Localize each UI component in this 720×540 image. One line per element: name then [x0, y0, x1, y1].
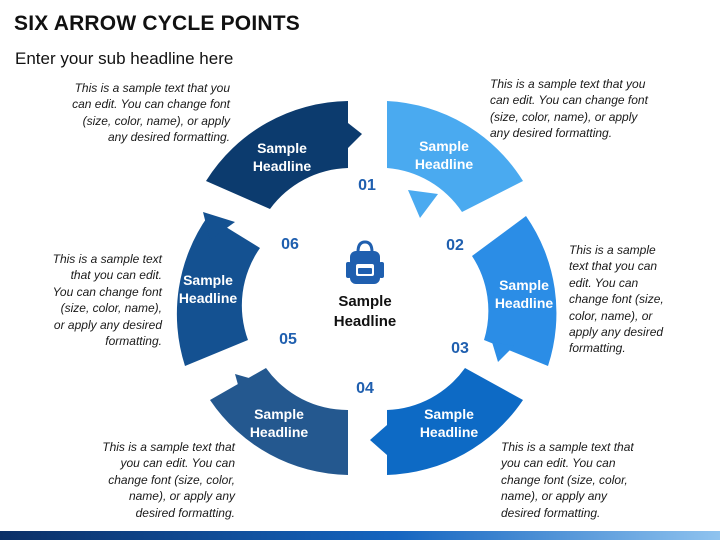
center-headline-line1: Sample — [338, 293, 391, 310]
segment-03-shape — [472, 216, 557, 366]
segment-03-line1: Sample — [499, 277, 549, 293]
segment-01-number: 01 — [358, 177, 376, 194]
backpack-icon — [346, 240, 384, 284]
segment-03-line2: Headline — [495, 295, 554, 311]
page-subtitle: Enter your sub headline here — [15, 49, 234, 68]
segment-01-shape — [206, 101, 348, 209]
segment-02-arrowhead — [408, 190, 438, 218]
description-top-left: This is a sample text that you can edit.… — [72, 81, 230, 145]
description-middle-left: This is a sample text that you can edit.… — [52, 252, 162, 349]
segment-05-number: 05 — [279, 331, 297, 348]
segment-04-arrowhead — [370, 425, 387, 455]
bottom-accent-bar — [0, 531, 720, 540]
segment-02-line1: Sample — [419, 138, 469, 154]
segment-06-shape — [176, 216, 260, 366]
segment-02-line2: Headline — [415, 156, 474, 172]
segment-05-line1: Sample — [254, 406, 304, 422]
description-middle-right: This is a sample text that you can edit.… — [569, 243, 664, 356]
segment-06-number: 06 — [281, 236, 299, 253]
segment-06-arrowhead — [203, 212, 235, 240]
segment-03-number: 03 — [451, 340, 469, 357]
segment-04-number: 04 — [356, 380, 374, 397]
description-top-right: This is a sample text that you can edit.… — [490, 77, 648, 141]
segment-02-number: 02 — [446, 237, 464, 254]
segment-01-line2: Headline — [253, 158, 312, 174]
description-bottom-left: This is a sample text that you can edit.… — [102, 440, 235, 520]
center-headline-line2: Headline — [334, 313, 397, 330]
segment-04-line1: Sample — [424, 406, 474, 422]
segment-02-shape — [387, 101, 523, 212]
segment-01-line1: Sample — [257, 140, 307, 156]
segment-06-line1: Sample — [183, 272, 233, 288]
segment-01-arrowhead — [348, 123, 362, 148]
segment-05-shape — [210, 368, 348, 475]
page-title: SIX ARROW CYCLE POINTS — [14, 12, 300, 35]
segment-06-line2: Headline — [179, 290, 238, 306]
segment-05-line2: Headline — [250, 424, 309, 440]
description-bottom-right: This is a sample text that you can edit.… — [501, 440, 634, 520]
segment-04-shape — [387, 368, 523, 475]
segment-03-arrowhead — [492, 342, 514, 362]
segment-05-arrowhead — [235, 374, 256, 392]
segment-04-line2: Headline — [420, 424, 479, 440]
